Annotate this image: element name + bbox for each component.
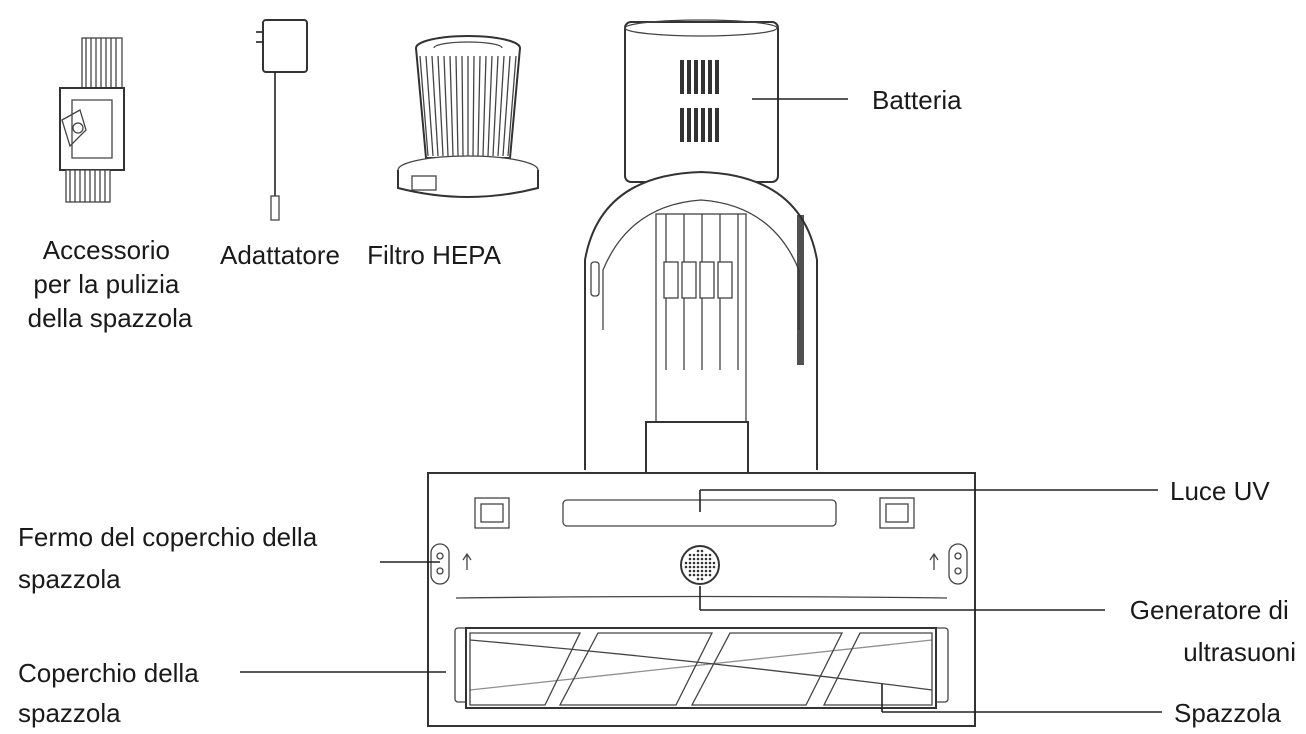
battery-vents <box>680 60 719 142</box>
brush-tool-label: Accessorio per la pulizia della spazzola <box>28 235 193 333</box>
grip-texture <box>797 215 804 365</box>
callout-uv-light: Luce UV <box>1170 476 1270 506</box>
leader-lines <box>240 98 1162 713</box>
hepa-filter-illustration <box>397 35 539 198</box>
adapter-label: Adattatore <box>220 240 340 270</box>
latch-right <box>948 543 968 585</box>
ultrasonic-speaker <box>680 545 720 585</box>
adapter-illustration <box>256 19 308 221</box>
callout-brush-cover: Coperchio della spazzola <box>18 658 206 728</box>
callout-battery: Batteria <box>872 85 962 115</box>
brush-roll <box>465 627 937 709</box>
callout-ultrasonic: Generatore di ultrasuoni <box>1130 595 1296 667</box>
latch-left <box>430 543 450 585</box>
callout-brush: Spazzola <box>1174 698 1281 728</box>
hepa-filter-label: Filtro HEPA <box>367 240 502 270</box>
brush-cleaning-tool-illustration <box>59 37 125 203</box>
callout-cover-latch: Fermo del coperchio della spazzola <box>18 522 324 594</box>
vacuum-head-illustration <box>427 19 976 727</box>
battery-pack <box>624 21 779 183</box>
